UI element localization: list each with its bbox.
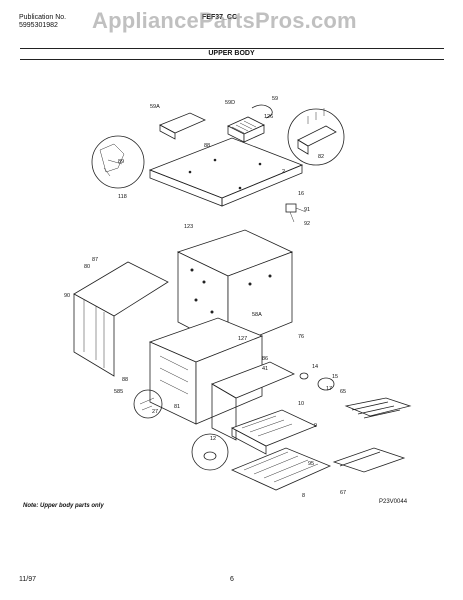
publication-label: Publication No. (19, 14, 67, 21)
insulation-pad (159, 112, 206, 140)
section-title: UPPER BODY (208, 50, 255, 57)
broil-pan (231, 409, 318, 455)
top-plate (148, 137, 304, 207)
callout-59D: 59D (225, 100, 235, 106)
door-frame (211, 361, 295, 441)
callout-10: 10 (298, 401, 304, 407)
callout-59: 59 (272, 96, 278, 102)
callout-16: 16 (298, 191, 304, 197)
element-block (227, 116, 265, 143)
header-rule-top (20, 48, 444, 49)
footer-date: 11/97 (19, 576, 36, 583)
callout-59A: 59A (150, 104, 160, 110)
callout-27: 27 (152, 409, 158, 415)
callout-65: 65 (340, 389, 346, 395)
callout-41: 41 (262, 366, 268, 372)
callout-87: 87 (92, 257, 98, 263)
callout-58A: 58A (252, 312, 262, 318)
callout-82: 82 (318, 154, 324, 160)
callout-90: 90 (64, 293, 70, 299)
knob (299, 372, 335, 391)
callout-labels: 59A 59D 59 126 89 82 88 118 2 16 91 92 1… (64, 96, 346, 499)
callout-127: 127 (238, 336, 247, 342)
callout-88-top: 88 (204, 143, 210, 149)
callout-86: 86 (262, 356, 268, 362)
callout-67: 67 (340, 490, 346, 496)
callout-15: 15 (332, 374, 338, 380)
detail-circle-89 (91, 135, 145, 189)
drawing-code: P23V0044 (379, 499, 408, 505)
detail-circle-12 (191, 433, 229, 471)
callout-92: 92 (304, 221, 310, 227)
broil-element (344, 397, 412, 419)
footer-page-number: 6 (230, 576, 234, 583)
callout-17: 17 (326, 386, 332, 392)
callout-9: 9 (314, 423, 317, 429)
detail-circle-82 (287, 108, 345, 166)
bracket (285, 203, 307, 223)
callout-80: 80 (84, 264, 90, 270)
oven-rack (230, 447, 332, 491)
detail-circle-27 (133, 389, 163, 419)
callout-12: 12 (210, 436, 216, 442)
cable (251, 104, 273, 119)
diagram-note: Note: Upper body parts only (23, 503, 104, 509)
callout-8: 8 (302, 493, 305, 499)
callout-88-side: 88 (122, 377, 128, 383)
callout-95: 95 (308, 461, 314, 467)
side-panel (73, 261, 169, 377)
watermark: AppliancePartsPros.com (92, 8, 357, 33)
callout-91: 91 (304, 207, 310, 213)
callout-81: 81 (174, 404, 180, 410)
bake-element (332, 447, 406, 473)
callout-123: 123 (184, 224, 193, 230)
publication-number: 5995301982 (19, 22, 58, 29)
callout-118: 118 (118, 194, 127, 200)
header-rule-bottom (20, 59, 444, 60)
model-number: FEF37_CC (202, 14, 238, 21)
callout-89: 89 (118, 159, 124, 165)
callout-76: 76 (298, 334, 304, 340)
callout-2: 2 (282, 169, 285, 175)
callout-126: 126 (264, 114, 273, 120)
callout-14: 14 (312, 364, 318, 370)
callout-585: 585 (114, 389, 123, 395)
